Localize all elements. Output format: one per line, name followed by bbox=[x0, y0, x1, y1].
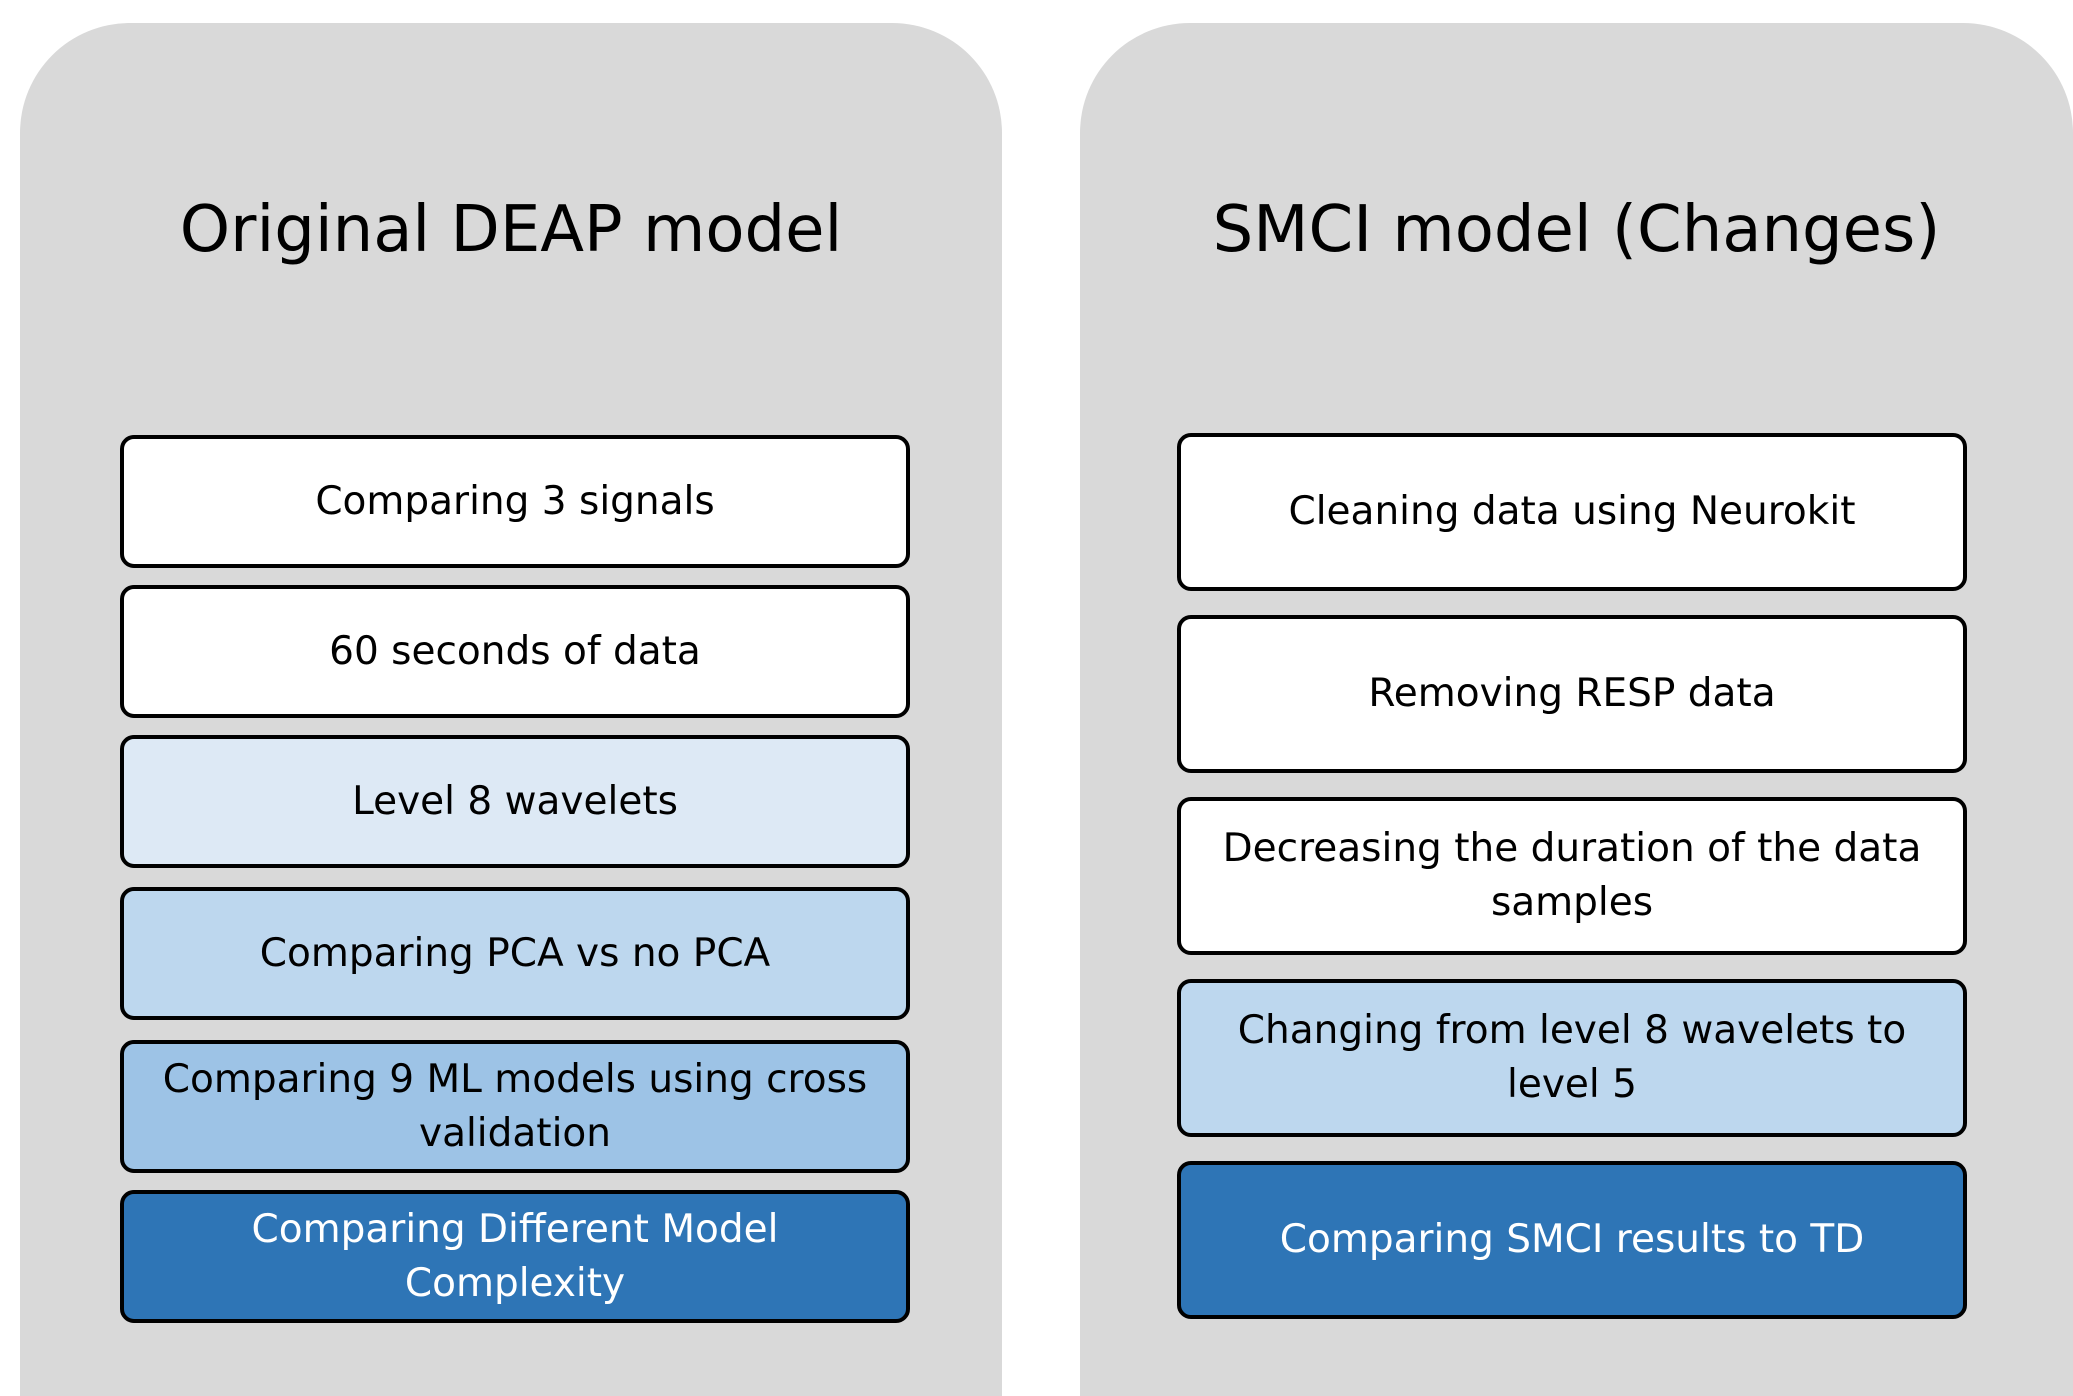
step-label: Comparing 3 signals bbox=[315, 478, 715, 524]
step-label: Removing RESP data bbox=[1368, 671, 1776, 717]
step-removing-resp: Removing RESP data bbox=[1177, 615, 1967, 773]
step-cleaning-data: Cleaning data using Neurokit bbox=[1177, 433, 1967, 591]
step-label: Level 8 wavelets bbox=[352, 778, 678, 824]
step-comparing-smci-td: Comparing SMCI results to TD bbox=[1177, 1161, 1967, 1319]
step-label: Changing from level 8 wavelets to level … bbox=[1237, 1008, 1907, 1107]
step-label: Decreasing the duration of the data samp… bbox=[1222, 826, 1922, 925]
step-label: Comparing SMCI results to TD bbox=[1279, 1217, 1865, 1263]
step-label: 60 seconds of data bbox=[329, 628, 701, 674]
step-60-seconds: 60 seconds of data bbox=[120, 585, 910, 718]
original-deap-panel: Original DEAP model Comparing 3 signals … bbox=[20, 23, 1002, 1396]
step-label: Comparing 9 ML models using cross valida… bbox=[162, 1056, 868, 1156]
smci-model-panel: SMCI model (Changes) Cleaning data using… bbox=[1080, 23, 2073, 1396]
step-changing-wavelets: Changing from level 8 wavelets to level … bbox=[1177, 979, 1967, 1137]
panel-title-original-deap: Original DEAP model bbox=[179, 193, 843, 267]
step-label: Comparing Different Model Complexity bbox=[251, 1206, 779, 1306]
step-ml-models: Comparing 9 ML models using cross valida… bbox=[120, 1040, 910, 1173]
step-pca-comparison: Comparing PCA vs no PCA bbox=[120, 887, 910, 1020]
step-comparing-signals: Comparing 3 signals bbox=[120, 435, 910, 568]
step-model-complexity: Comparing Different Model Complexity bbox=[120, 1190, 910, 1323]
step-level-8-wavelets: Level 8 wavelets bbox=[120, 735, 910, 868]
step-decreasing-duration: Decreasing the duration of the data samp… bbox=[1177, 797, 1967, 955]
panel-title-smci-model: SMCI model (Changes) bbox=[1212, 193, 1941, 267]
step-label: Cleaning data using Neurokit bbox=[1288, 489, 1856, 535]
step-label: Comparing PCA vs no PCA bbox=[259, 930, 771, 976]
